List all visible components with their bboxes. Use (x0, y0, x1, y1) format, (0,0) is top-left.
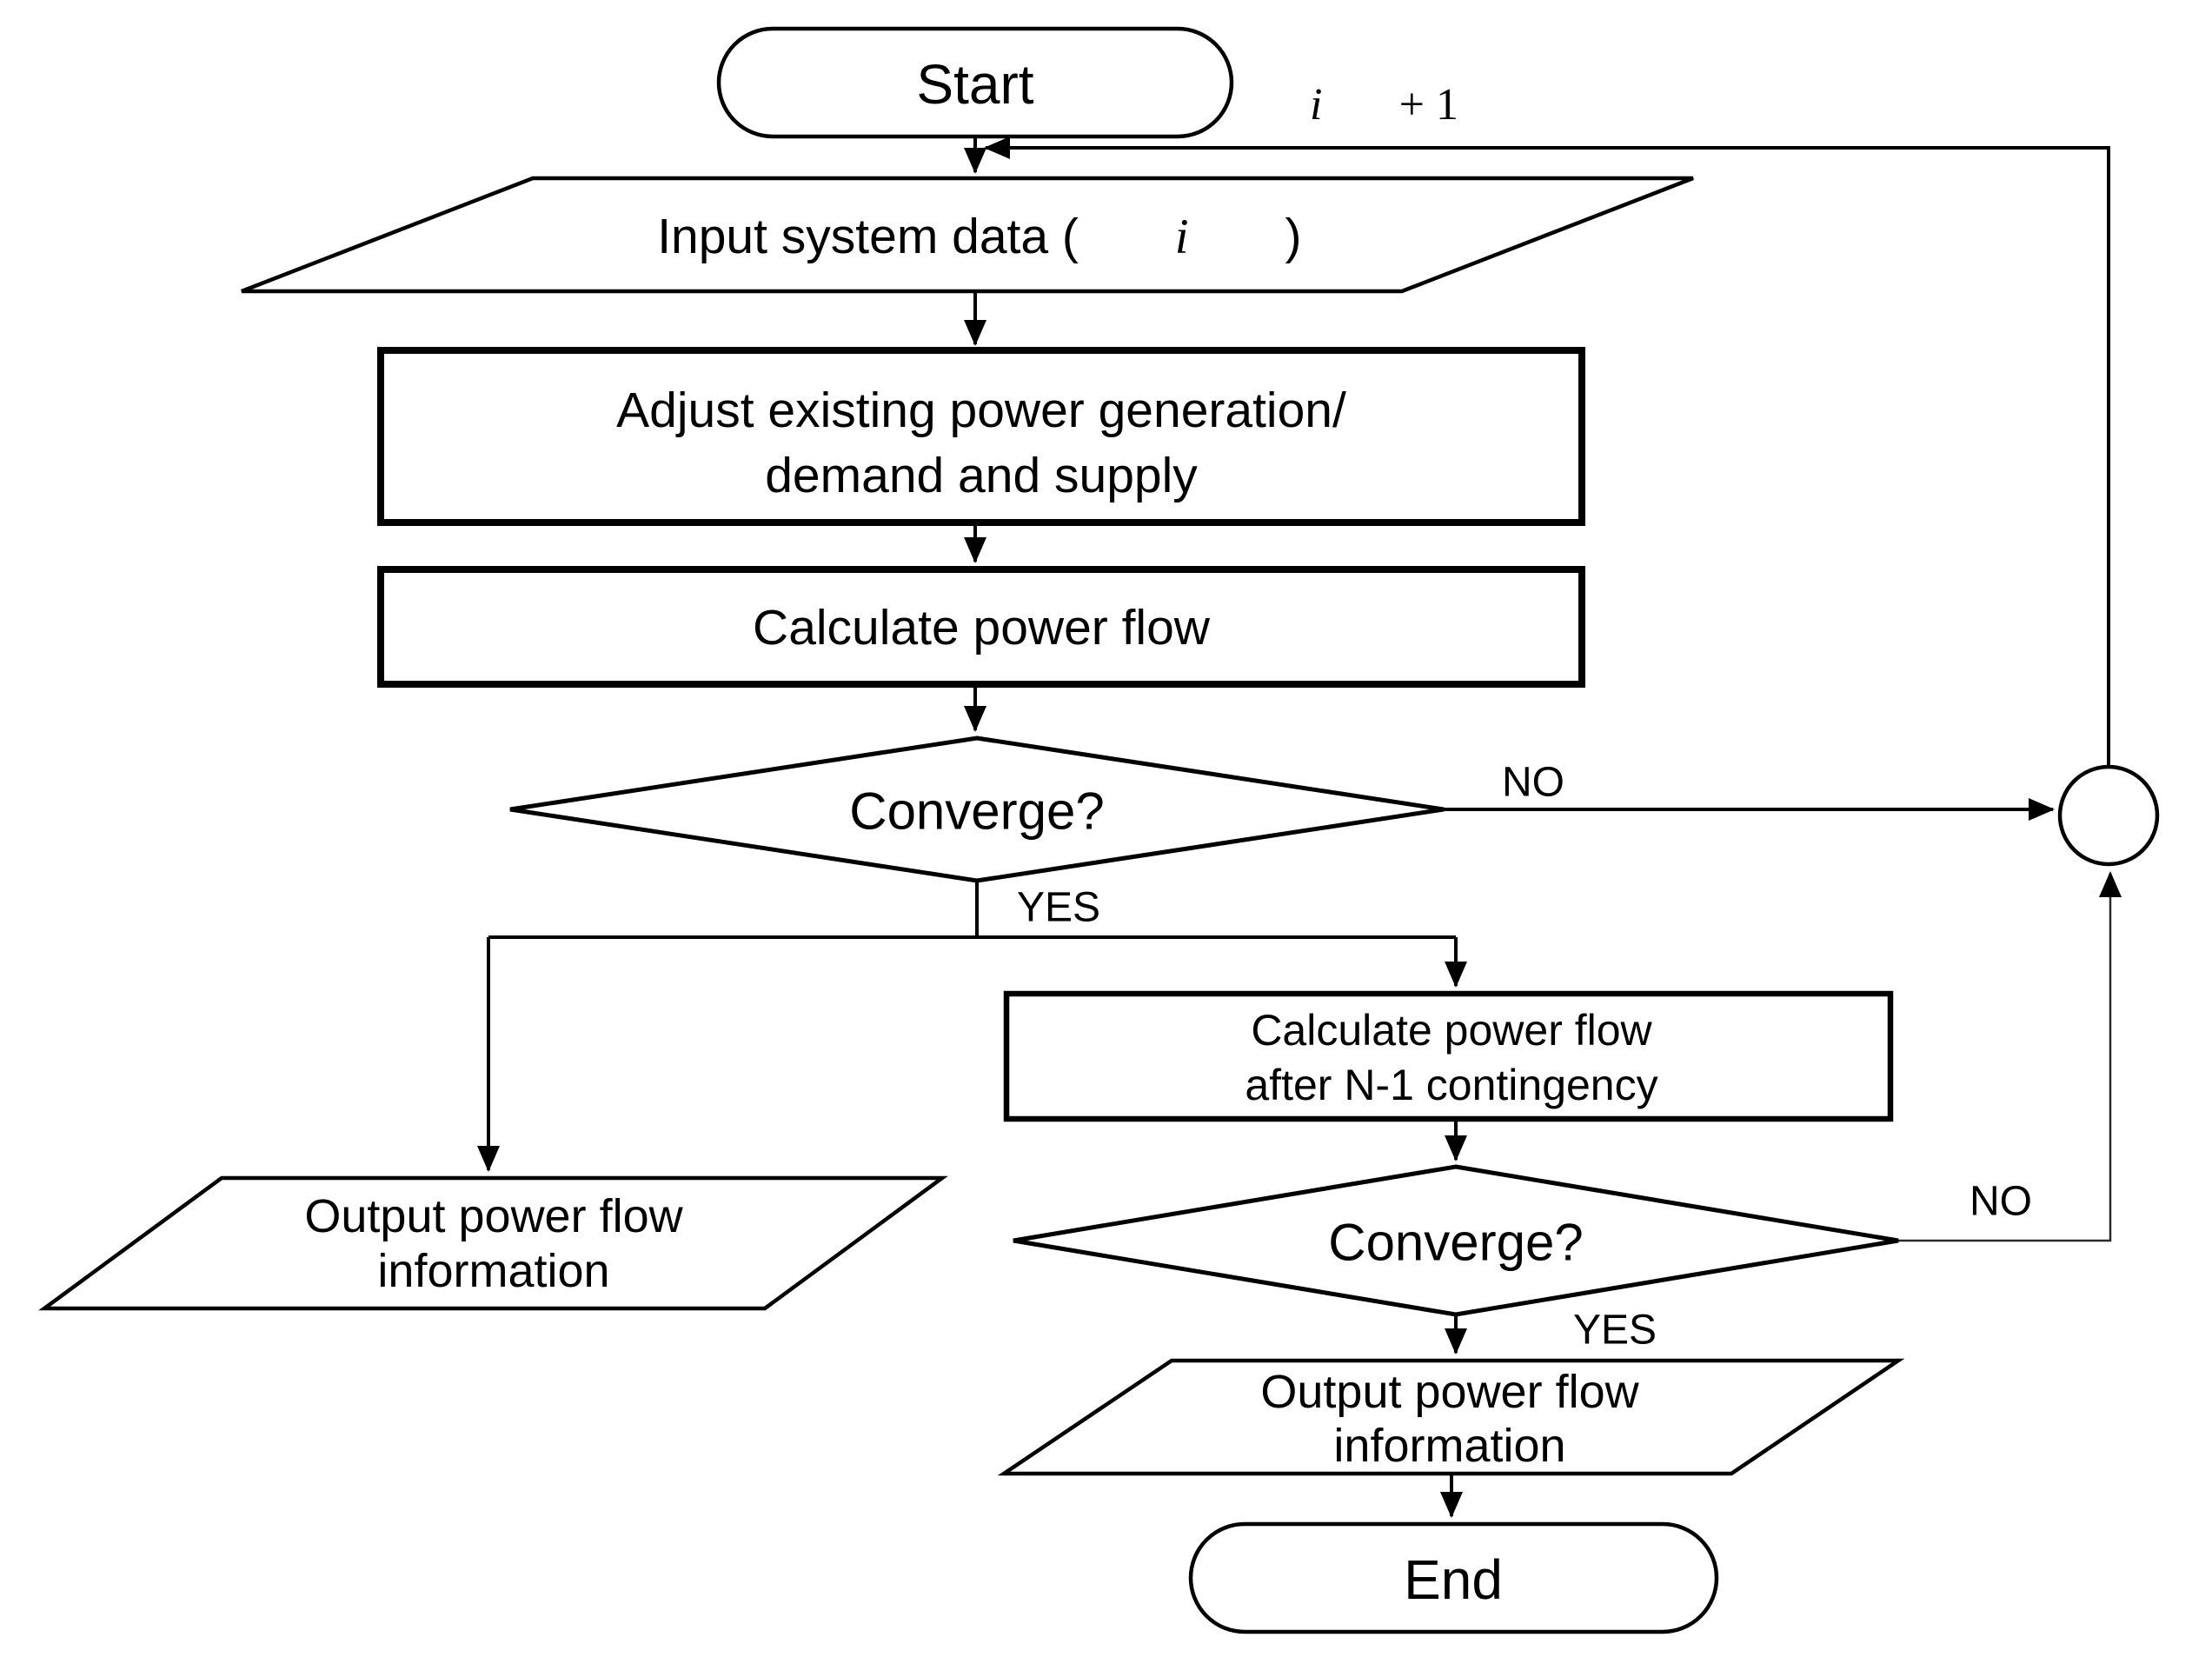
converge1-no-label: NO (1502, 760, 1564, 806)
converge-2-label: Converge? (1328, 1214, 1584, 1272)
converge2-no-label: NO (1970, 1179, 2032, 1225)
converge-2-shape (1013, 1164, 1899, 1317)
adjust-label-line2: demand and supply (765, 448, 1198, 503)
output-2-label-line2: information (1333, 1420, 1565, 1472)
output-2-label-line1: Output power flow (1260, 1366, 1639, 1418)
adjust-label-line1: Adjust existing power generation/ (616, 383, 1346, 438)
output-2-shape (997, 1358, 1905, 1476)
converge1-yes-label: YES (1017, 885, 1100, 931)
node-calc-power-flow: Calculate power flow (377, 566, 1585, 688)
end-shape (1188, 1521, 1719, 1634)
node-input-data: Input system data ( i ) (241, 176, 1694, 294)
input-data-label: Input system data ( i ) (561, 209, 1370, 264)
node-output-2: Output power flow information (997, 1358, 1905, 1476)
adjust-shape (377, 347, 1585, 526)
edge-junction-loop-to-input (984, 136, 2110, 765)
junction-connector-circle (2057, 764, 2160, 867)
converge-1-shape (509, 735, 1445, 883)
start-shape (716, 26, 1234, 139)
calc-power-flow-shape (377, 566, 1585, 688)
output-1-shape (38, 1175, 948, 1311)
calc-n1-shape (1003, 990, 1894, 1122)
start-label: Start (916, 53, 1033, 116)
calc-n1-label-line2: after N-1 contingency (1245, 1061, 1657, 1109)
converge-1-label: Converge? (849, 782, 1105, 841)
edges (477, 136, 2122, 1518)
edge-converge2-no-to-junction (1898, 871, 2122, 1242)
input-data-shape (241, 176, 1694, 294)
node-calc-n1: Calculate power flow after N-1 contingen… (1003, 990, 1894, 1122)
end-label: End (1404, 1548, 1503, 1611)
node-start: Start (716, 26, 1234, 139)
iteration-label: i + 1 (1247, 79, 1497, 130)
node-end: End (1188, 1521, 1719, 1634)
calc-n1-label-line1: Calculate power flow (1251, 1006, 1652, 1055)
node-converge-2: Converge? (1013, 1164, 1899, 1317)
node-adjust: Adjust existing power generation/ demand… (377, 347, 1585, 526)
node-output-1: Output power flow information (38, 1175, 948, 1311)
calc-power-flow-label: Calculate power flow (753, 600, 1211, 656)
output-1-label-line1: Output power flow (304, 1190, 683, 1242)
node-converge-1: Converge? (509, 735, 1445, 883)
converge2-yes-label: YES (1573, 1308, 1657, 1354)
output-1-label-line2: information (377, 1245, 609, 1297)
